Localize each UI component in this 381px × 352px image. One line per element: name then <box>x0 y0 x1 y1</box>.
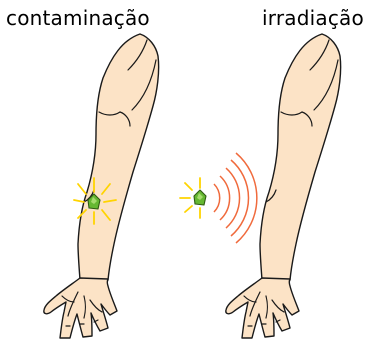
radiation-waves-icon <box>214 153 257 243</box>
radioactive-source-icon <box>194 190 206 205</box>
left-arm-icon <box>44 34 159 338</box>
right-arm-icon <box>226 34 341 338</box>
